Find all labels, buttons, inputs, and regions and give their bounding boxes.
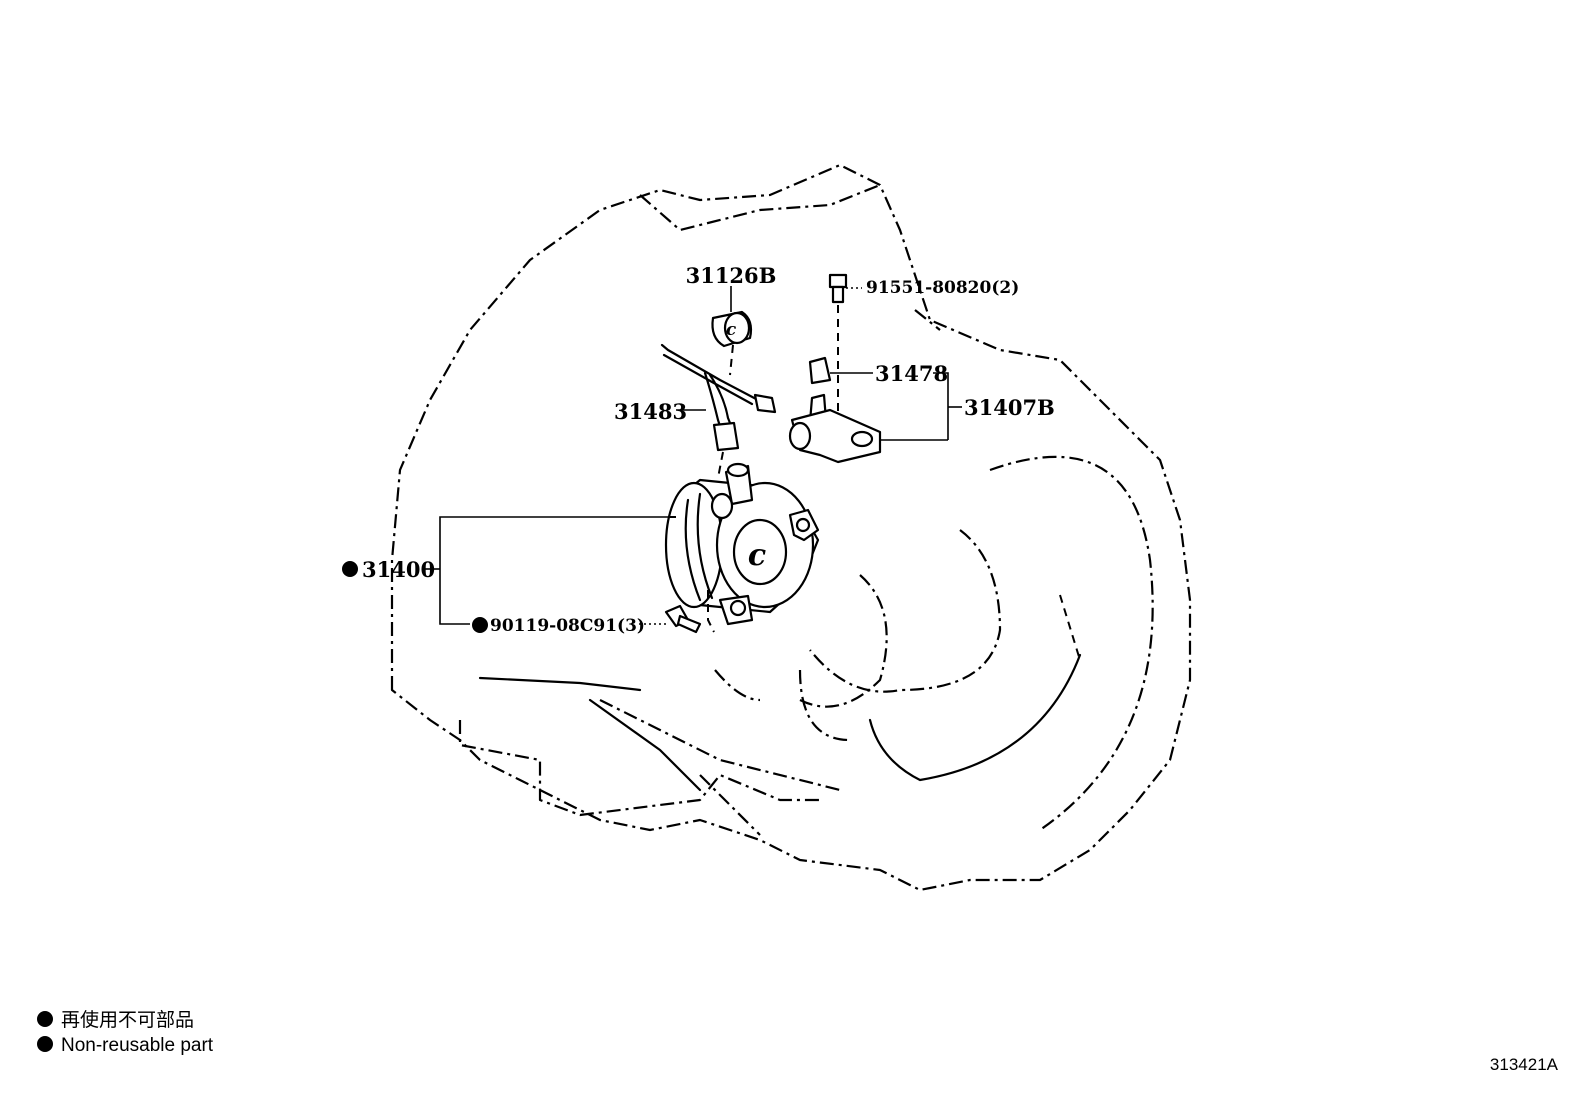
bleeder-cap-31478 (808, 356, 873, 385)
legend-bullet-japanese (37, 1011, 53, 1027)
non-reusable-marker-90119 (472, 617, 488, 633)
bolt-90119 (637, 604, 702, 634)
slave-cylinder-31400: c (664, 462, 820, 633)
label-91551: 91551-80820(2) (866, 278, 1019, 298)
legend-english: Non-reusable part (61, 1035, 214, 1056)
diagram-code: 313421A (1490, 1055, 1559, 1074)
label-90119: 90119-08C91(3) (490, 616, 645, 636)
non-reusable-marker-31400 (342, 561, 358, 577)
legend: 再使用不可部品 Non-reusable part (37, 1009, 214, 1056)
tube-31483 (660, 343, 777, 479)
bolt-91551 (828, 273, 862, 420)
label-31400: 31400 (362, 557, 435, 582)
bracket-31400 (425, 516, 680, 625)
label-31407b: 31407B (964, 395, 1055, 420)
label-31483: 31483 (614, 399, 687, 424)
legend-japanese: 再使用不可部品 (61, 1009, 194, 1031)
bracket-31407b (788, 372, 962, 464)
label-31126b: 31126B (686, 263, 777, 288)
svg-text:c: c (726, 320, 737, 340)
cap-plug-31126b: c (711, 286, 753, 376)
housing-recess (478, 594, 1082, 792)
svg-text:c: c (748, 538, 766, 573)
transmission-housing-outline (390, 163, 1192, 892)
label-31478: 31478 (875, 361, 948, 386)
legend-bullet-english (37, 1036, 53, 1052)
